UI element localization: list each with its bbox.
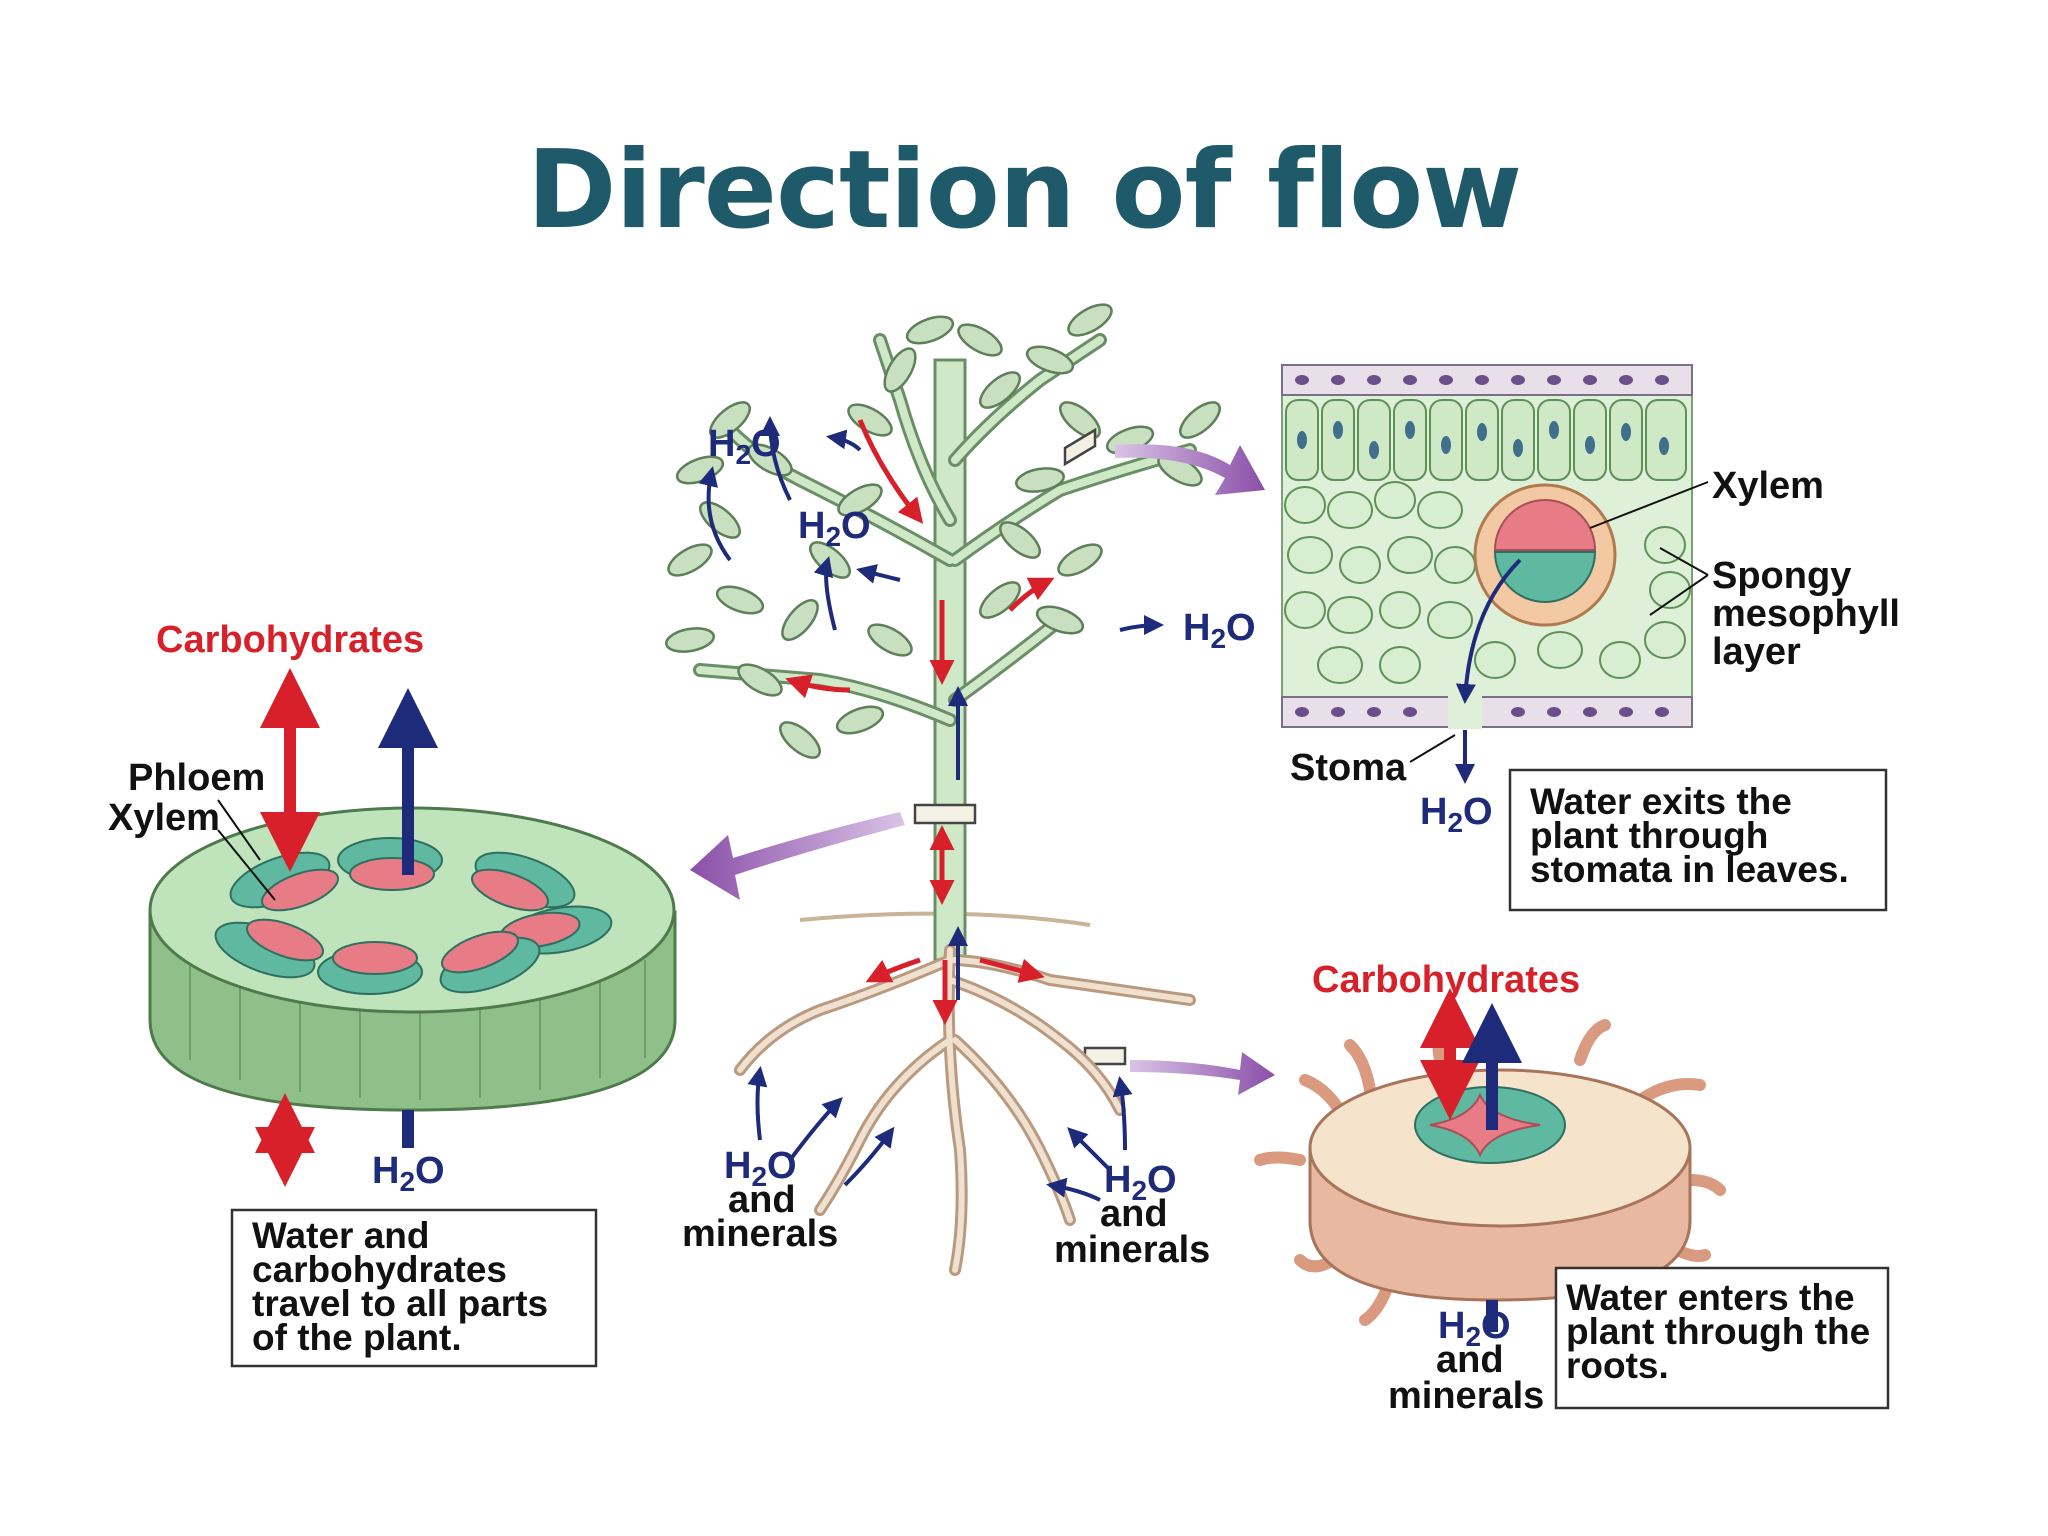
svg-text:stomata in leaves.: stomata in leaves.	[1530, 849, 1849, 890]
svg-text:of the plant.: of the plant.	[252, 1317, 462, 1358]
arrow-to-leaf-section	[1115, 444, 1265, 495]
svg-text:Water and: Water and	[252, 1215, 429, 1256]
leaf-water-path-arrow	[1455, 558, 1522, 704]
root-and-label: and	[1436, 1339, 1504, 1381]
leaf-caption-box: Water exits the plant through stomata in…	[1508, 768, 1888, 912]
plant-illustration	[665, 303, 1221, 1276]
leaf-xylem	[1493, 499, 1597, 551]
minerals-label-root-left: minerals	[682, 1213, 838, 1255]
h2o-label-right: H2O	[1183, 607, 1256, 654]
h2o-label-mid-left: H2O	[798, 505, 871, 552]
stem-h2o-label: H2O	[372, 1150, 445, 1197]
leaf-xylem-label: Xylem	[1712, 465, 1824, 507]
stoma-label: Stoma	[1290, 747, 1407, 789]
plant-h2o-labels: H2O H2O H2O H2O and minerals H2O and min…	[682, 423, 1256, 1271]
svg-text:Water enters the: Water enters the	[1566, 1277, 1855, 1318]
h2o-label-top-left: H2O	[708, 423, 781, 470]
spongy-cells	[1284, 481, 1691, 684]
leaf-spongy-label: Spongy	[1712, 555, 1851, 597]
and-label-root-left: and	[728, 1179, 796, 1221]
leaf-mesophyll-label: mesophyll	[1712, 593, 1900, 635]
stem-phloem-label: Phloem	[128, 757, 265, 799]
root-minerals-label: minerals	[1388, 1375, 1544, 1417]
svg-text:plant through the: plant through the	[1566, 1311, 1870, 1352]
phloem-pointer	[217, 799, 261, 861]
root-caption-box: Water enters the plant through the roots…	[1554, 1266, 1890, 1410]
minerals-label-root-right: minerals	[1054, 1229, 1210, 1271]
leaf-layer-label: layer	[1712, 631, 1801, 673]
h2o-label-root-left: H2O	[724, 1145, 797, 1192]
and-label-root-right: and	[1100, 1193, 1168, 1235]
root-h2o-label: H2O	[1438, 1305, 1511, 1352]
leaf-h2o-label: H2O	[1420, 791, 1493, 838]
leaf-section-marker	[1063, 427, 1097, 467]
svg-text:roots.: roots.	[1566, 1345, 1669, 1386]
h2o-label-root-right: H2O	[1104, 1159, 1177, 1206]
stem-section-marker	[913, 803, 977, 825]
stem-carbohydrates-label: Carbohydrates	[156, 619, 424, 661]
root-section-arrows	[1420, 988, 1522, 1332]
water-flow-arrows	[698, 416, 1164, 1202]
svg-text:Water exits the: Water exits the	[1530, 781, 1792, 822]
svg-text:plant through: plant through	[1530, 815, 1768, 856]
arrow-to-root-section	[1130, 1052, 1275, 1095]
svg-text:travel to all parts: travel to all parts	[252, 1283, 548, 1324]
svg-text:carbohydrates: carbohydrates	[252, 1249, 507, 1290]
leaf-cross-section	[1281, 364, 1709, 784]
page-title: Direction of flow	[526, 128, 1522, 253]
carbohydrate-flow-arrows	[785, 419, 1055, 1025]
stem-xylem-label: Xylem	[108, 797, 220, 839]
stem-caption-box: Water and carbohydrates travel to all pa…	[230, 1208, 598, 1368]
leaves	[665, 303, 1221, 759]
xylem-pointer	[217, 829, 276, 901]
leaf-phloem	[1493, 551, 1597, 603]
root-carbohydrates-label: Carbohydrates	[1312, 959, 1580, 1001]
stem-cross-section	[148, 799, 677, 1112]
stoma-opening	[1448, 695, 1482, 729]
stem-section-arrows	[255, 668, 438, 1187]
arrow-to-stem-section	[690, 812, 905, 900]
